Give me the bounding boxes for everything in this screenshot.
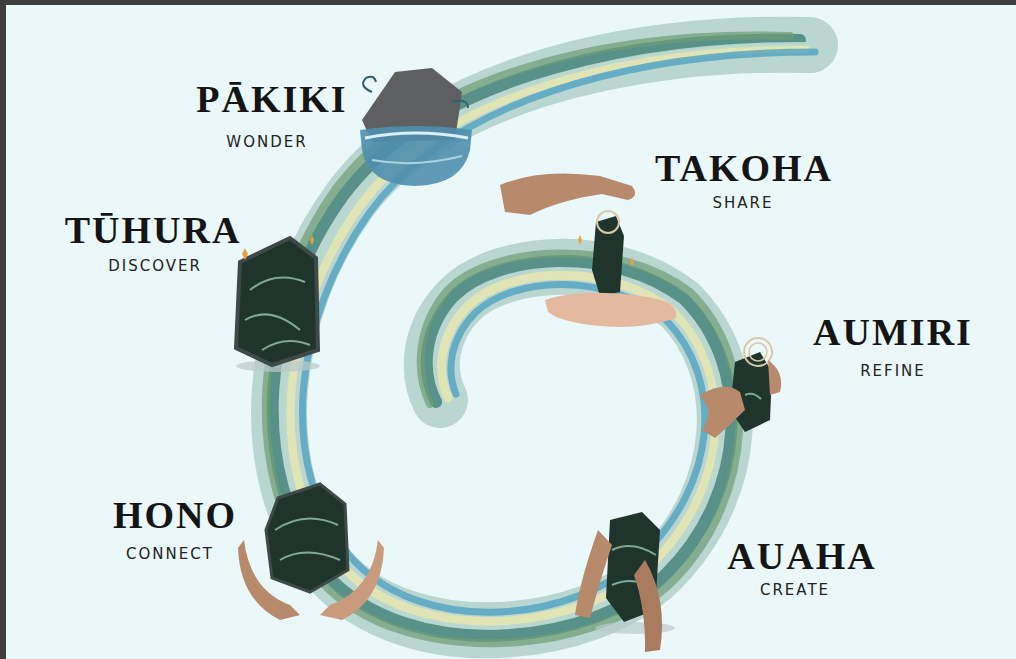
- stage-meaning: WONDER: [226, 135, 307, 150]
- wonder-stone-bowl: [360, 68, 472, 186]
- stage-meaning: CONNECT: [126, 547, 214, 562]
- frame-left: [0, 0, 6, 659]
- create-stone-hands: [575, 512, 675, 652]
- stage-meaning: DISCOVER: [108, 259, 202, 274]
- connect-stone-hands: [238, 484, 384, 620]
- stage-name: AUAHA: [727, 537, 876, 575]
- stage-meaning: SHARE: [713, 196, 774, 211]
- refine-stone-hand: [700, 338, 781, 438]
- stage-meaning: CREATE: [760, 583, 830, 598]
- stage-name: TŪHURA: [65, 211, 242, 249]
- stage-meaning: REFINE: [860, 364, 926, 379]
- stage-name: HONO: [113, 496, 237, 534]
- frame-top: [0, 0, 1016, 5]
- stage-name: AUMIRI: [813, 313, 973, 351]
- share-stone-hands: [500, 173, 676, 327]
- stage-name: TAKOHA: [655, 149, 833, 187]
- discover-stone: [236, 235, 320, 372]
- stage-name: PĀKIKI: [196, 80, 347, 118]
